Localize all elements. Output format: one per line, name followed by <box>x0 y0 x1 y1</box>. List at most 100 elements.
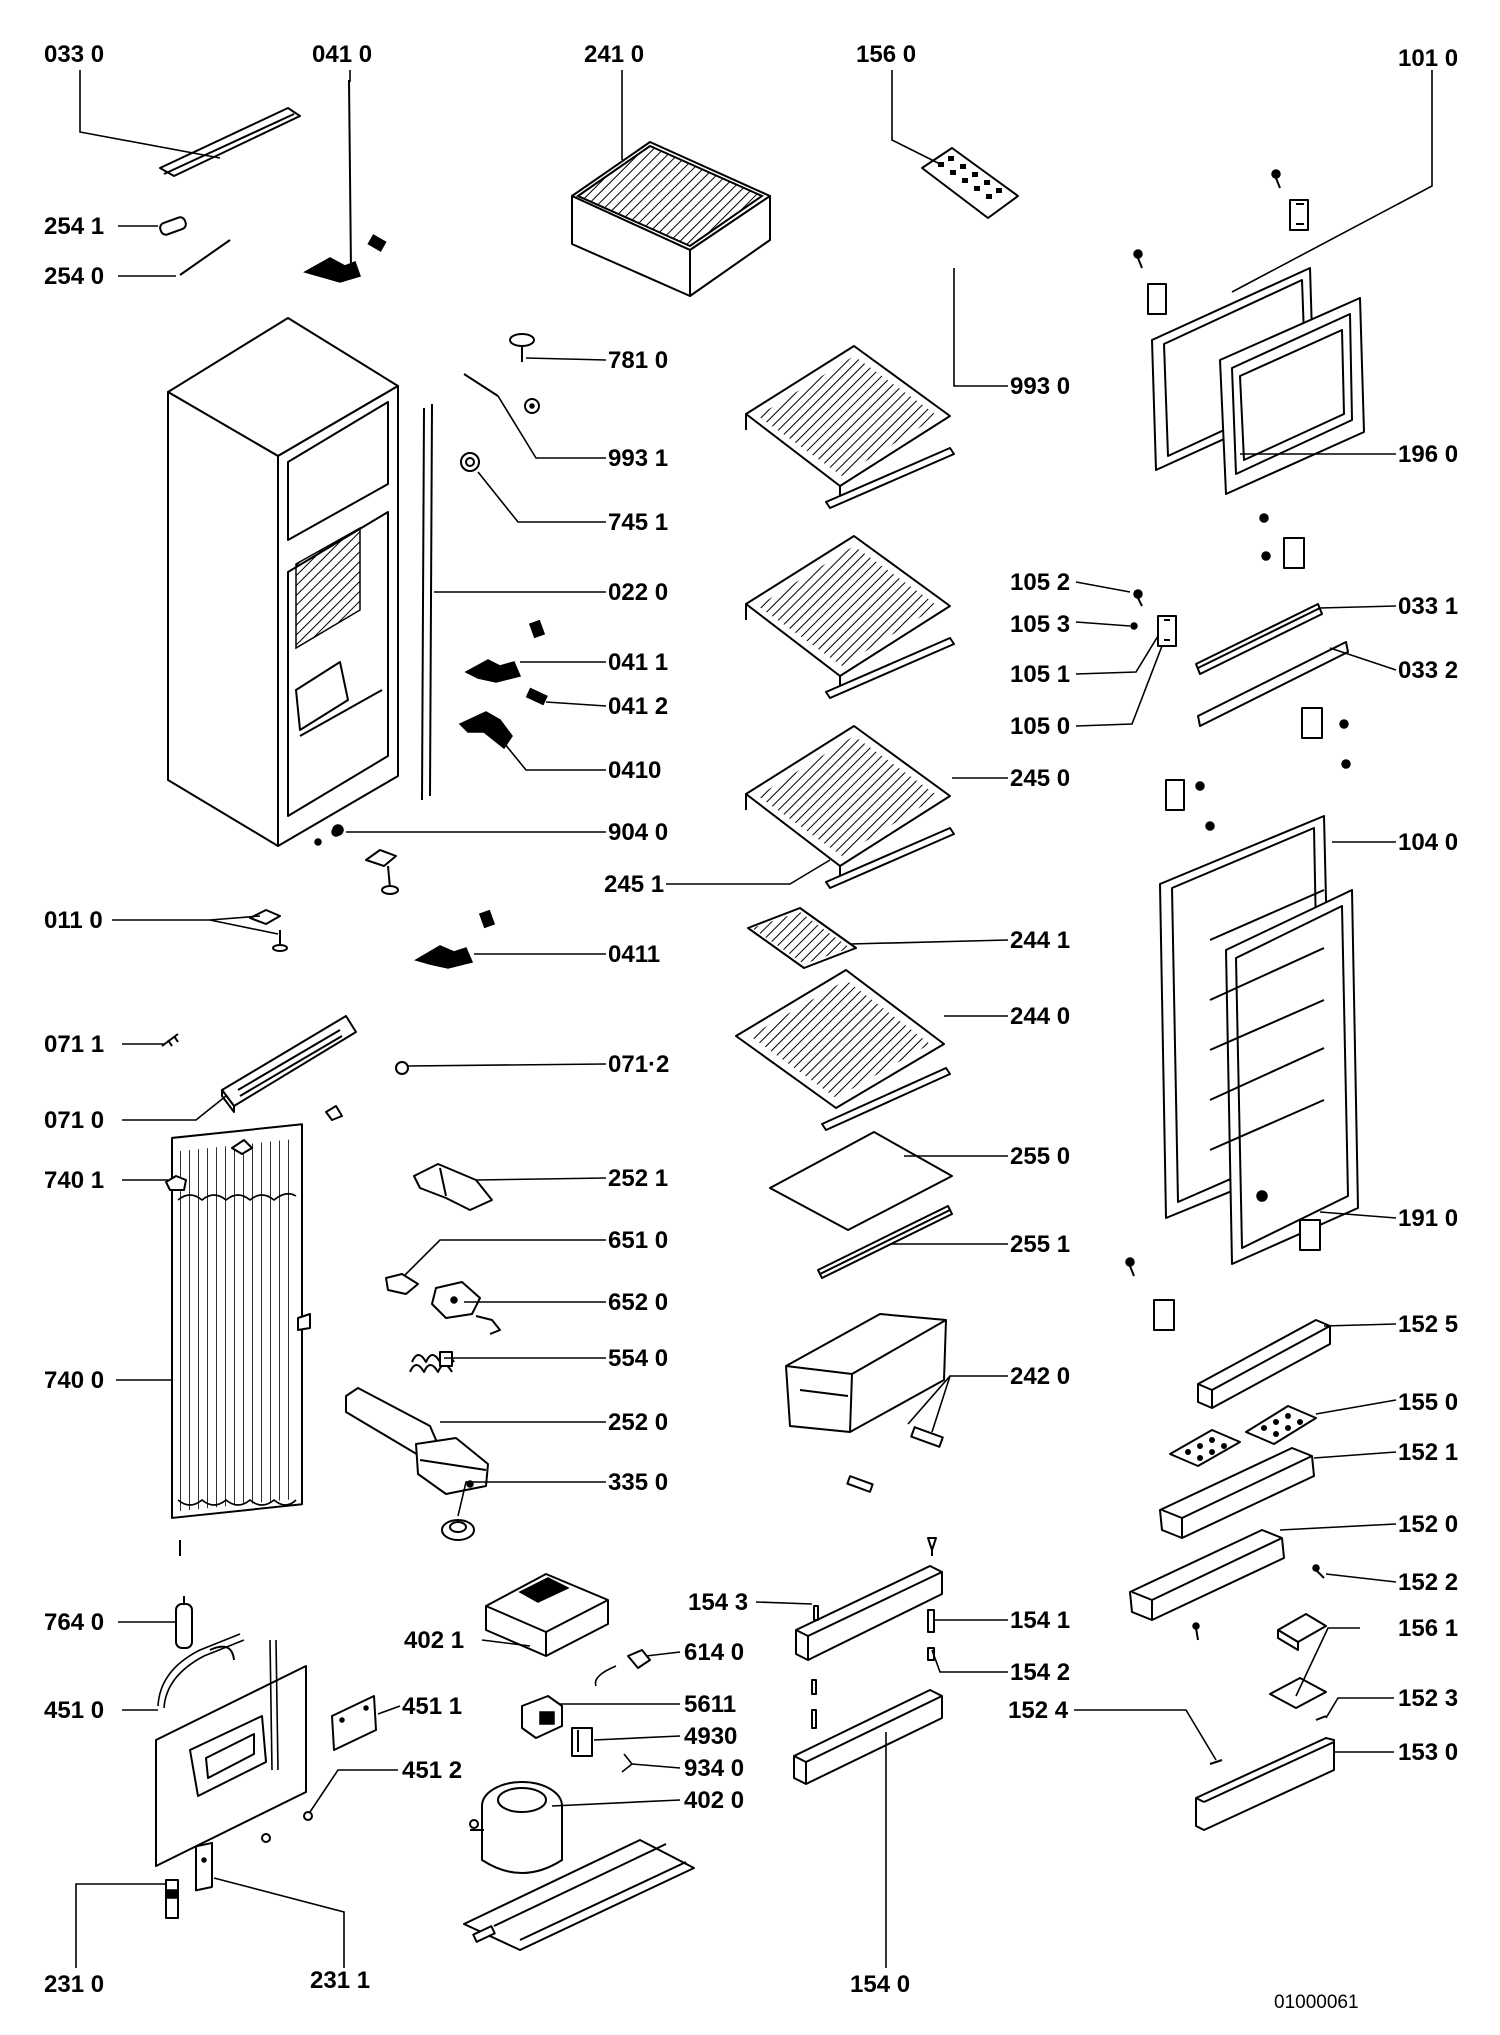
label-2410: 241 0 <box>584 41 644 68</box>
label-0710: 071 0 <box>44 1107 104 1134</box>
bracket-2521-drawing <box>413 1163 493 1211</box>
bracket-2310-drawing <box>165 1879 179 1919</box>
label-1040: 104 0 <box>1398 829 1458 856</box>
part-6140-drawing <box>594 1649 651 1687</box>
glass-shelf-2550-drawing <box>769 1131 953 1231</box>
label-2420: 242 0 <box>1010 1363 1070 1390</box>
freezer-basket-2410-drawing <box>571 141 771 297</box>
part-2541-drawing <box>159 216 187 236</box>
bin-1521-drawing <box>1159 1447 1315 1539</box>
label-1520: 152 0 <box>1398 1511 1458 1538</box>
shelf-2441-drawing <box>747 907 857 969</box>
label-0110: 011 0 <box>44 907 103 934</box>
label-2550: 255 0 <box>1010 1143 1070 1170</box>
label-1561: 156 1 <box>1398 1615 1458 1642</box>
part-0712-drawing <box>395 1061 409 1075</box>
part-drawings <box>155 79 1365 1951</box>
part-2540-drawing <box>179 239 231 276</box>
cover-0710-drawing <box>221 1015 357 1113</box>
label-0410-mid: 0410 <box>608 757 661 784</box>
bin-1530-drawing <box>1195 1737 1335 1831</box>
label-4512: 451 2 <box>402 1757 462 1784</box>
label-1050: 105 0 <box>1010 713 1070 740</box>
label-1543: 154 3 <box>688 1589 748 1616</box>
label-1525: 152 5 <box>1398 1311 1458 1338</box>
ice-tray-1560-drawing <box>921 147 1019 219</box>
crisper-2420-drawing <box>785 1313 947 1493</box>
trim-0220-drawing <box>421 403 433 801</box>
rail-1541-drawing <box>795 1537 943 1661</box>
screw-9040-drawing <box>331 827 341 837</box>
label-2450: 245 0 <box>1010 765 1070 792</box>
label-2540: 254 0 <box>44 263 104 290</box>
label-0411-lower: 0411 <box>608 941 660 968</box>
label-4510: 451 0 <box>44 1697 104 1724</box>
label-4020: 402 0 <box>684 1787 744 1814</box>
hinge-105-drawing <box>1130 589 1351 769</box>
compressor-4020-drawing <box>469 1781 563 1874</box>
trim-0332-drawing <box>1197 641 1349 727</box>
label-2441: 244 1 <box>1010 927 1070 954</box>
relay-6520-drawing <box>431 1281 501 1335</box>
cabinet-drawing <box>167 317 399 895</box>
label-1010: 101 0 <box>1398 45 1458 72</box>
relay-5611-drawing <box>521 1695 563 1739</box>
label-6520: 652 0 <box>608 1289 668 1316</box>
label-1522: 152 2 <box>1398 1569 1458 1596</box>
label-2311: 231 1 <box>310 1967 370 1994</box>
label-9931: 993 1 <box>608 445 668 472</box>
label-0220: 022 0 <box>608 579 668 606</box>
plate-4511-drawing <box>331 1695 377 1751</box>
part-labels: 033 0 041 0 241 0 156 0 101 0 254 1 254 … <box>44 41 1458 2013</box>
label-7640: 764 0 <box>44 1609 104 1636</box>
label-0712: 071·2 <box>608 1051 669 1078</box>
cover-4021-drawing <box>485 1573 609 1657</box>
label-0711: 071 1 <box>44 1031 104 1058</box>
rail-1540-drawing <box>793 1679 943 1785</box>
part-4930-drawing <box>571 1727 593 1757</box>
bin-1525-drawing <box>1197 1319 1331 1409</box>
freezer-door-1010-drawing <box>1133 169 1365 569</box>
trim-2551-drawing <box>817 1205 953 1279</box>
part-9340-drawing <box>621 1753 634 1773</box>
label-1542: 154 2 <box>1010 1659 1070 1686</box>
label-2451: 245 1 <box>604 871 664 898</box>
spring-5540-drawing <box>409 1351 455 1373</box>
part-7451-drawing <box>460 452 480 472</box>
part-9931-drawing <box>463 373 540 414</box>
part-1561-drawing <box>1269 1613 1327 1709</box>
label-6140: 614 0 <box>684 1639 744 1666</box>
label-6510: 651 0 <box>608 1227 668 1254</box>
label-9340: 934 0 <box>684 1755 744 1782</box>
label-1530: 153 0 <box>1398 1739 1458 1766</box>
hinge-0411-drawing <box>464 619 548 706</box>
part-4512-drawing <box>261 1811 313 1843</box>
label-2541: 254 1 <box>44 213 104 240</box>
base-tray-drawing <box>463 1839 695 1951</box>
label-1053: 105 3 <box>1010 611 1070 638</box>
label-1560: 156 0 <box>856 41 916 68</box>
label-7401: 740 1 <box>44 1167 104 1194</box>
shelf-2440-drawing <box>735 969 951 1131</box>
label-1550: 155 0 <box>1398 1389 1458 1416</box>
hinge-0410-top-drawing <box>303 79 387 283</box>
label-1052: 105 2 <box>1010 569 1070 596</box>
trim-0331-drawing <box>1195 603 1323 675</box>
label-0331: 033 1 <box>1398 593 1458 620</box>
bracket-2311-drawing <box>195 1841 213 1892</box>
hinge-0411-lower-drawing <box>414 909 496 969</box>
label-1051: 105 1 <box>1010 661 1070 688</box>
label-2440: 244 0 <box>1010 1003 1070 1030</box>
part-1524-drawing <box>1209 1759 1223 1765</box>
label-0412: 041 2 <box>608 693 668 720</box>
label-2310: 231 0 <box>44 1971 104 1998</box>
foot-0110-drawing <box>249 909 288 952</box>
housing-2520-drawing <box>345 1387 489 1495</box>
part-7640-drawing <box>175 1596 193 1649</box>
shelves-2450-drawing <box>745 345 955 889</box>
label-4930: 4930 <box>684 1723 737 1750</box>
label-1540: 154 0 <box>850 1971 910 1998</box>
leader-lines <box>75 70 1433 1968</box>
label-1523: 152 3 <box>1398 1685 1458 1712</box>
knob-7810-drawing <box>509 333 535 362</box>
